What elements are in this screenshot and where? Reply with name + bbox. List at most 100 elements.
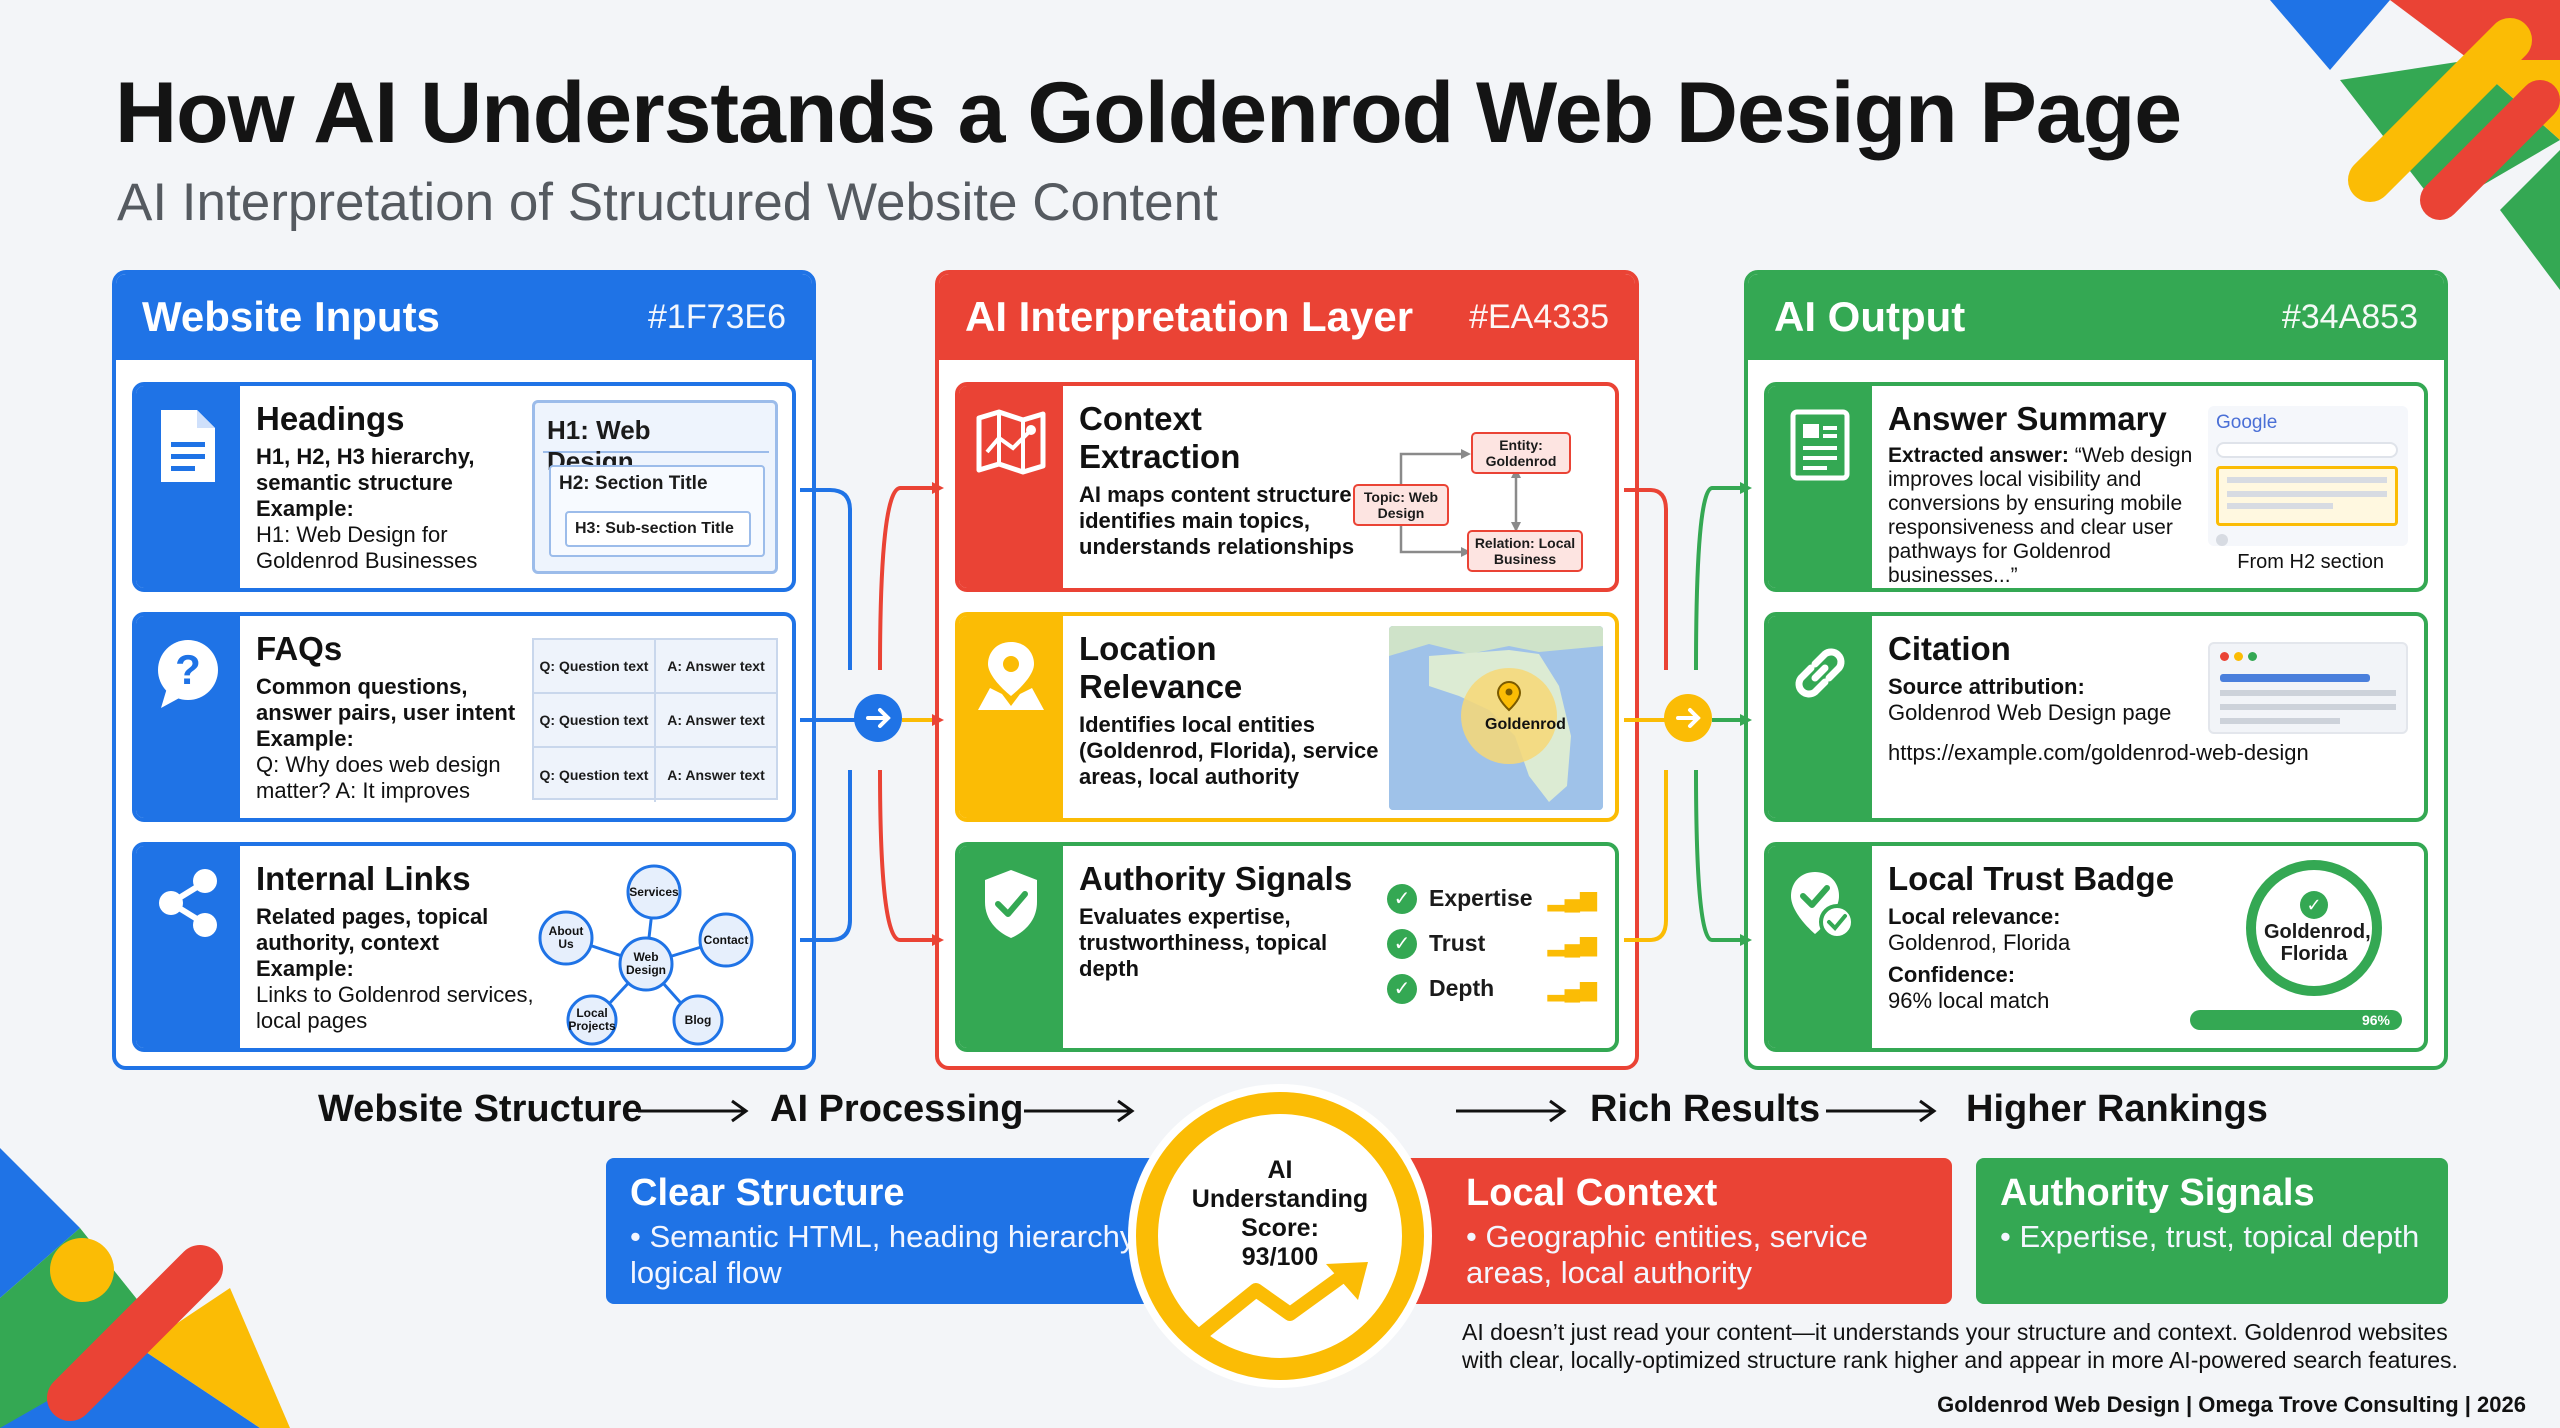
faq-answer: A: Answer text (667, 712, 765, 728)
mock-h3: H3: Sub-section Title (565, 511, 751, 547)
summary-doc-icon (1790, 409, 1850, 481)
location-title: Location Relevance (1079, 630, 1243, 705)
score-line: Understanding (1191, 1185, 1369, 1213)
location-body: Location Relevance Identifies local enti… (1079, 630, 1379, 790)
headings-desc: H1, H2, H3 hierarchy, semantic structure (256, 444, 475, 495)
internal-links-card: Internal Links Related pages, topical au… (132, 842, 796, 1052)
heading-hierarchy-mock: H1: Web Design... H2: Section Title H3: … (532, 400, 778, 574)
node-services: Services (629, 885, 679, 899)
headings-example-label: Example: (256, 496, 354, 521)
relevance-value: Goldenrod, Florida (1888, 930, 2071, 955)
confidence-value: 96% local match (1888, 988, 2050, 1013)
flow-arrow-icon (1826, 1099, 1937, 1123)
flow-step: Higher Rankings (1966, 1088, 2268, 1130)
map-icon (976, 409, 1046, 475)
location-relevance-card: Location Relevance Identifies local enti… (955, 612, 1619, 822)
output-header: AI Output #34A853 (1748, 274, 2444, 360)
score-line: Score: (1241, 1214, 1319, 1242)
flow-arrow-icon (1456, 1099, 1567, 1123)
authority-signals-card: Authority Signals Evaluates expertise, t… (955, 842, 1619, 1052)
flow-arrow-icon (1024, 1099, 1135, 1123)
links-body: Internal Links Related pages, topical au… (256, 860, 536, 1034)
authority-strip (959, 846, 1063, 1048)
links-example: Links to Goldenrod services, local pages (256, 982, 534, 1033)
authority-desc: Evaluates expertise, trustworthiness, to… (1079, 904, 1328, 981)
location-pin-icon (978, 642, 1044, 710)
mock-h1: H1: Web Design... (543, 411, 769, 476)
corner-decoration-top-right (2270, 0, 2560, 290)
headings-body: Headings H1, H2, H3 hierarchy, semantic … (256, 400, 536, 574)
column-title: AI Interpretation Layer (965, 293, 1414, 340)
google-logo: Google (2216, 412, 2278, 433)
map-illustration (1389, 626, 1603, 810)
bar-text-value: Semantic HTML, heading hierarchy, logica… (630, 1219, 1142, 1290)
credit-line: Goldenrod Web Design | Omega Trove Consu… (1937, 1392, 2526, 1417)
column-title: AI Output (1774, 293, 1966, 340)
links-title: Internal Links (256, 860, 471, 897)
signal-list: ✓Expertise▂▄▆ ✓Trust▂▄▆ ✓Depth▂▄▆ (1387, 876, 1597, 1011)
citation-body: Citation Source attribution: Goldenrod W… (1888, 630, 2328, 766)
browser-window-mock (2208, 642, 2408, 734)
context-body: Context Extraction AI maps content struc… (1079, 400, 1369, 560)
ai-understanding-score: AI Understanding Score: 93/100 (1136, 1092, 1424, 1380)
share-icon (159, 869, 217, 937)
context-strip (959, 386, 1063, 588)
local-context-bar: Local Context • Geographic entities, ser… (1400, 1158, 1952, 1304)
answer-text: “Web design improves local visibility an… (1888, 444, 2193, 587)
trend-up-arrow-icon (1198, 1262, 1368, 1339)
link-icon (1795, 648, 1845, 698)
links-strip (136, 846, 240, 1048)
answer-label: Extracted answer: (1888, 444, 2069, 467)
relation-label: Relation: Local Business (1474, 535, 1576, 567)
faqs-title: FAQs (256, 630, 343, 667)
column-hex: #34A853 (2281, 297, 2418, 336)
signal-item: ✓Trust▂▄▆ (1387, 921, 1597, 966)
answer-caption: From H2 section (2237, 551, 2384, 573)
corner-decoration-bottom-left (0, 1148, 290, 1428)
faqs-strip: ? (136, 616, 240, 818)
score-line: AI (1267, 1156, 1293, 1184)
page-subtitle: AI Interpretation of Structured Website … (117, 173, 1218, 232)
clear-structure-bar: Clear Structure • Semantic HTML, heading… (606, 1158, 1166, 1304)
mock-result-line (2216, 534, 2228, 546)
score-value: 93/100 (1241, 1243, 1319, 1271)
citation-label: Source attribution: (1888, 674, 2085, 699)
svg-text:?: ? (175, 646, 201, 693)
bar-title: Authority Signals (2000, 1172, 2315, 1214)
output-column: AI Output #34A853 Answer Summary Extract… (1744, 270, 2448, 1070)
citation-url[interactable]: https://example.com/goldenrod-web-design (1888, 740, 2309, 765)
trend-icon: ▂▄▆ (1547, 930, 1597, 956)
local-trust-card: Local Trust Badge Local relevance: Golde… (1764, 842, 2428, 1052)
flow-step: AI Processing (770, 1088, 1024, 1130)
citation-card: Citation Source attribution: Goldenrod W… (1764, 612, 2428, 822)
relation-box: Relation: Local Business (1467, 530, 1583, 572)
citation-strip (1768, 616, 1872, 818)
google-result-mock: Google (2208, 406, 2408, 546)
trust-title: Local Trust Badge (1888, 860, 2175, 897)
trend-icon: ▂▄▆ (1547, 975, 1597, 1001)
mock-search-bar (2216, 442, 2398, 458)
node-blog: Blog (685, 1013, 712, 1027)
headings-strip (136, 386, 240, 588)
trust-badge: ✓ Goldenrod, Florida (2246, 860, 2382, 996)
links-example-label: Example: (256, 956, 354, 981)
mock-featured-snippet (2216, 466, 2398, 526)
authority-title: Authority Signals (1079, 860, 1353, 897)
faqs-example-label: Example: (256, 726, 354, 751)
location-desc: Identifies local entities (Goldenrod, Fl… (1079, 712, 1379, 789)
faq-question: Q: Question text (534, 640, 656, 692)
florida-map: Goldenrod (1389, 626, 1603, 810)
website-inputs-header: Website Inputs #1F73E6 (116, 274, 812, 360)
faqs-body: FAQs Common questions, answer pairs, use… (256, 630, 536, 804)
interpretation-header: AI Interpretation Layer #EA4335 (939, 274, 1635, 360)
check-icon: ✓ (1387, 883, 1417, 914)
bar-text: • Expertise, trust, topical depth (2000, 1219, 2420, 1254)
bar-text-value: Expertise, trust, topical depth (2019, 1219, 2420, 1254)
